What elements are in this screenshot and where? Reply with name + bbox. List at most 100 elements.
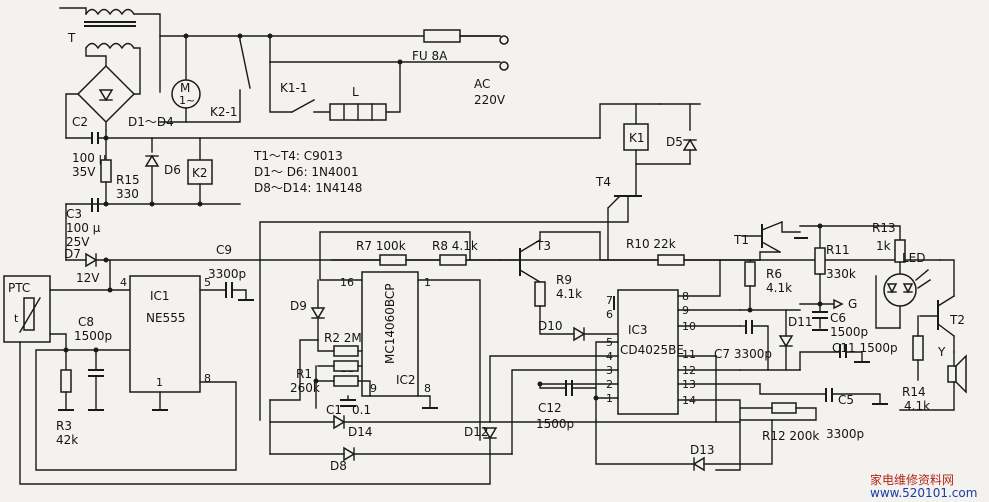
capacitor-c8: C8 1500p xyxy=(74,315,112,411)
transistor-t1: T1 xyxy=(733,221,783,253)
label-d6: D6 xyxy=(164,163,181,177)
label-c6-value: 1500p xyxy=(830,325,868,339)
label-ic2: IC2 xyxy=(396,373,416,387)
label-t2: T2 xyxy=(949,313,965,327)
transistor-t4: T4 xyxy=(595,163,642,209)
label-r3: R3 xyxy=(56,419,72,433)
capacitor-c9: C9 3300p xyxy=(208,243,246,298)
resistor-r2b xyxy=(333,360,359,372)
resistor-r8: R8 4.1k xyxy=(432,239,478,266)
svg-text:5: 5 xyxy=(204,276,211,289)
speaker xyxy=(947,354,967,394)
note-diodes-1: D1～ D6: 1N4001 xyxy=(254,165,359,179)
oscillator-section: T1 R6 4.1k D11 C7 3300p xyxy=(714,221,813,371)
transistor-t3: T3 xyxy=(499,239,551,283)
label-c2: C2 xyxy=(72,115,88,129)
label-c5-value: 3300p xyxy=(826,427,864,441)
label-d14: D14 xyxy=(348,425,373,439)
label-led: LED xyxy=(902,251,926,265)
label-c2-rating: 35V xyxy=(72,165,96,179)
capacitor-c7: C7 3300p xyxy=(714,320,772,361)
label-t3: T3 xyxy=(535,239,551,253)
label-ac: AC xyxy=(474,77,490,91)
label-r9-value: 4.1k xyxy=(556,287,582,301)
svg-text:6: 6 xyxy=(606,308,613,321)
diode-d14: D14 xyxy=(333,414,373,439)
svg-text:4: 4 xyxy=(120,276,127,289)
relay-k2: K2 xyxy=(187,159,213,185)
label-d5: D5 xyxy=(666,135,683,149)
transformer-t: T xyxy=(67,8,136,50)
resistor-r9: R9 4.1k xyxy=(534,273,582,307)
label-y: Y xyxy=(937,345,946,359)
label-ic1: IC1 xyxy=(150,289,170,303)
label-mc14060: MC14060BCP xyxy=(383,283,397,364)
label-12v: 12V xyxy=(76,271,100,285)
label-r15-value: 330 xyxy=(116,187,139,201)
ic1-ne555: IC1 NE555 4 5 1 8 xyxy=(120,275,211,393)
resistor-r3: R3 42k xyxy=(56,349,78,447)
label-c7: C7 3300p xyxy=(714,347,772,361)
label-r12: R12 200k xyxy=(762,429,819,443)
relay-driver: K1 D5 T4 xyxy=(259,103,701,421)
label-cd4025: CD4025BE xyxy=(620,343,684,357)
label-t1: T1 xyxy=(733,233,749,247)
label-l: L xyxy=(352,85,359,99)
label-k2-1: K2-1 xyxy=(210,105,237,119)
svg-text:16: 16 xyxy=(340,276,354,289)
label-c3-rating: 25V xyxy=(66,235,90,249)
label-c1: C1 xyxy=(326,403,342,417)
arrow-g xyxy=(833,298,844,310)
label-d13: D13 xyxy=(690,443,715,457)
label-d11: D11 xyxy=(788,315,813,329)
capacitor-c3: C3 100 μ 25V xyxy=(66,198,101,249)
ic3-cd4025 xyxy=(617,289,679,415)
ac-terminal-1 xyxy=(499,35,509,45)
label-t: T xyxy=(67,31,76,45)
label-t4: T4 xyxy=(595,175,611,189)
svg-text:7: 7 xyxy=(606,294,613,307)
zener-d7: D7 12V xyxy=(64,247,100,285)
label-r1-value: 260k xyxy=(290,381,320,395)
capacitor-c1: C1 0.1 xyxy=(326,399,371,417)
label-c1-value: 0.1 xyxy=(352,403,371,417)
label-r9: R9 xyxy=(556,273,572,287)
mains-section: T FU 8A AC 220V K1-1 L xyxy=(59,7,941,285)
label-c2-value: 100 μ xyxy=(72,151,107,165)
label-r6-value: 4.1k xyxy=(766,281,792,295)
label-c8-value: 1500p xyxy=(74,329,112,343)
capacitor-c11: C11 1500p xyxy=(832,341,898,358)
heater-l: L xyxy=(329,85,387,121)
ic2-mc14060 xyxy=(361,271,419,397)
ptc-sensor: PTC t xyxy=(3,275,51,343)
svg-text:1: 1 xyxy=(424,276,431,289)
label-c12-value: 1500p xyxy=(536,417,574,431)
resistor-r10: R10 22k xyxy=(626,237,685,266)
label-d10: D10 xyxy=(538,319,563,333)
label-r3-value: 42k xyxy=(56,433,78,447)
label-d7: D7 xyxy=(64,247,81,261)
diode-d6: D6 xyxy=(144,154,181,177)
watermark-text: 家电维修资料网 xyxy=(870,472,954,487)
label-r15: R15 xyxy=(116,173,140,187)
svg-text:8: 8 xyxy=(204,372,211,385)
label-r14: R14 xyxy=(902,385,926,399)
diode-d10: D10 xyxy=(538,319,586,342)
label-k2: K2 xyxy=(192,166,208,180)
label-m: M xyxy=(180,81,190,95)
label-r10: R10 22k xyxy=(626,237,676,251)
label-d8: D8 xyxy=(330,459,347,473)
svg-text:t: t xyxy=(14,312,19,325)
label-g: G xyxy=(848,297,857,311)
diode-d12: D12 xyxy=(464,425,498,440)
label-k1: K1 xyxy=(629,131,645,145)
motor-m: M 1~ xyxy=(171,79,201,109)
label-r14-value: 4.1k xyxy=(904,399,930,413)
label-c9: C9 xyxy=(216,243,232,257)
relay-k1: K1 xyxy=(623,123,649,151)
led-indicator: LED xyxy=(883,251,931,307)
watermark-url: www.520101.com xyxy=(870,486,977,500)
diode-d9: D9 xyxy=(290,299,326,320)
bridge-rectifier: D1～D4 xyxy=(76,64,174,129)
